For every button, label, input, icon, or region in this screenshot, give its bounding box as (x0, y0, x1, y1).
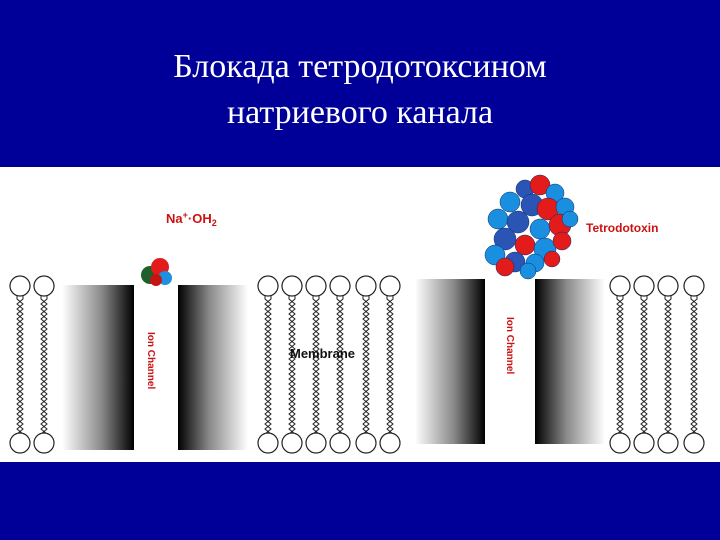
lipid-tail (362, 295, 370, 435)
lipid-head (379, 432, 401, 454)
lipid-head (379, 275, 401, 297)
toxin-atom (529, 218, 551, 240)
lipid-tail (664, 295, 672, 435)
membrane-label: Membrane (290, 346, 355, 361)
lipid-tail (640, 295, 648, 435)
lipid-head (633, 432, 655, 454)
lipid-head (257, 432, 279, 454)
ion-channel-label-left: Ion Channel (145, 332, 156, 389)
lipid-tail (362, 295, 370, 435)
lipid-head (33, 432, 55, 454)
lipid-tail (16, 295, 24, 435)
lipid-molecule (633, 275, 655, 454)
channel-protein-left-b (178, 285, 248, 450)
lipid-molecule (305, 275, 327, 454)
toxin-atom (552, 231, 572, 251)
toxin-atom (529, 174, 551, 196)
lipid-tail (40, 295, 48, 435)
lipid-head (305, 275, 327, 297)
lipid-head (355, 432, 377, 454)
lipid-molecule (683, 275, 705, 454)
lipid-tail (288, 295, 296, 435)
lipid-molecule (657, 275, 679, 454)
toxin-atom (499, 191, 521, 213)
lipid-head (281, 275, 303, 297)
channel-protein-right-a (415, 279, 485, 444)
ion-channel-label-right: Ion Channel (504, 317, 515, 374)
title-line-1: Блокада тетродотоксином (173, 48, 547, 85)
lipid-head (329, 275, 351, 297)
hydrated-sodium-ion (141, 258, 172, 286)
lipid-head (9, 275, 31, 297)
lipid-tail (640, 295, 648, 435)
lipid-tail (690, 295, 698, 435)
lipid-head (355, 275, 377, 297)
toxin-label: Tetrodotoxin (586, 221, 658, 235)
lipid-head (683, 275, 705, 297)
lipid-molecule (281, 275, 303, 454)
lipid-tail (616, 295, 624, 435)
lipid-molecule (33, 275, 55, 454)
lipid-head (609, 432, 631, 454)
lipid-molecule (329, 275, 351, 454)
toxin-atom (487, 208, 509, 230)
lipid-molecule (9, 275, 31, 454)
toxin-atom (506, 210, 530, 234)
lipid-head (633, 275, 655, 297)
lipid-tail (312, 295, 320, 435)
membrane-diagram: Na+·OH2 Ion Channel Ion Channel Membrane… (9, 174, 705, 454)
lipid-head (257, 275, 279, 297)
lipid-tail (616, 295, 624, 435)
ion-sphere (150, 274, 162, 286)
channel-protein-left-a (62, 285, 134, 450)
lipid-molecule (609, 275, 631, 454)
lipid-tail (40, 295, 48, 435)
lipid-tail (16, 295, 24, 435)
toxin-atom (493, 227, 517, 251)
tetrodotoxin-molecule (484, 174, 579, 280)
lipid-tail (386, 295, 394, 435)
lipid-head (657, 275, 679, 297)
lipid-molecule (257, 275, 279, 454)
lipid-tail (664, 295, 672, 435)
channel-protein-right-b (535, 279, 605, 444)
lipid-head (281, 432, 303, 454)
title-line-2: натриевого канала (226, 94, 494, 131)
lipid-head (683, 432, 705, 454)
lipid-head (9, 432, 31, 454)
ion-label: Na+·OH2 (166, 210, 217, 228)
lipid-tail (690, 295, 698, 435)
toxin-atom (495, 257, 515, 277)
lipid-tail (264, 295, 272, 435)
lipid-molecule (355, 275, 377, 454)
lipid-tail (264, 295, 272, 435)
toxin-atom (543, 250, 561, 268)
lipid-tail (336, 295, 344, 435)
lipid-head (657, 432, 679, 454)
lipid-head (609, 275, 631, 297)
lipid-head (33, 275, 55, 297)
toxin-atom (514, 234, 536, 256)
lipid-tail (386, 295, 394, 435)
lipid-head (329, 432, 351, 454)
slide-title: Блокада тетродотоксином натриевого канал… (0, 44, 720, 136)
lipid-molecule (379, 275, 401, 454)
lipid-head (305, 432, 327, 454)
lipid-tail (336, 295, 344, 435)
lipid-tail (312, 295, 320, 435)
diagram-panel: Na+·OH2 Ion Channel Ion Channel Membrane… (0, 167, 720, 462)
toxin-atom (519, 262, 537, 280)
lipid-tail (288, 295, 296, 435)
lipid-bilayer (9, 275, 705, 454)
toxin-atom (561, 210, 579, 228)
